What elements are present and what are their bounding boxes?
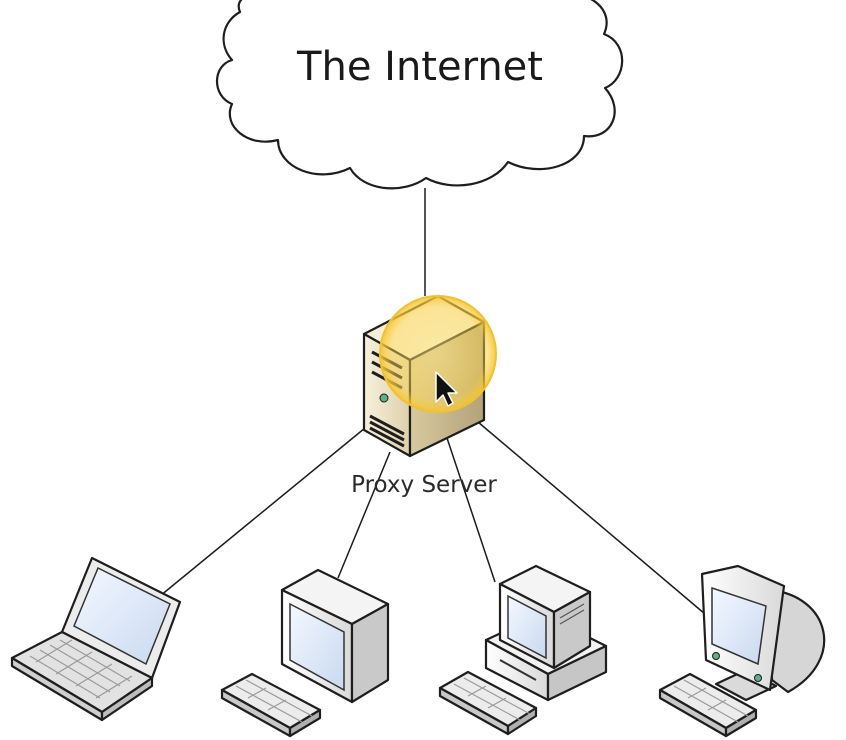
wire-server-desktop-1 — [337, 451, 391, 579]
desktop-computer-icon-2 — [438, 564, 608, 736]
cloud-label: The Internet — [296, 44, 543, 90]
server-label: Proxy Server — [351, 472, 497, 498]
mouse-cursor-icon — [435, 371, 458, 407]
desktop-computer-icon-1 — [220, 568, 390, 738]
laptop-icon — [10, 556, 182, 722]
internet-cloud: The Internet — [216, 0, 624, 190]
wire-server-laptop — [159, 427, 366, 597]
server-power-led — [379, 393, 389, 403]
connections — [159, 188, 706, 615]
wire-server-workstation — [477, 421, 706, 615]
workstation-computer-icon — [658, 564, 826, 738]
wire-server-desktop-2 — [446, 437, 496, 583]
cursor-highlight — [379, 295, 497, 413]
